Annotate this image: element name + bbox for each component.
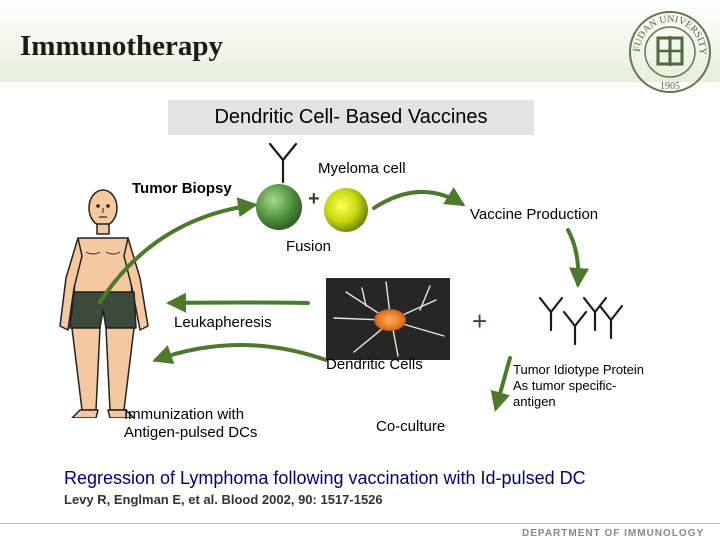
- myeloma-cell-label: Myeloma cell: [318, 160, 406, 177]
- antibody-icon: [268, 142, 298, 184]
- dendritic-cells-label: Dendritic Cells: [326, 356, 423, 373]
- tumor-cell-icon: [256, 184, 302, 230]
- seal-year: 1905: [660, 81, 680, 92]
- antibody-cluster-icon: [538, 296, 624, 346]
- myeloma-cell-icon: [324, 188, 368, 232]
- result-headline: Regression of Lymphoma following vaccina…: [64, 468, 586, 488]
- tumor-idiotype-label: Tumor Idiotype Protein As tumor specific…: [513, 362, 644, 410]
- immunization-line2: Antigen-pulsed DCs: [124, 424, 258, 441]
- citation: Levy R, Englman E, et al. Blood 2002, 90…: [64, 492, 383, 507]
- tumor-idiotype-line2: As tumor specific-: [513, 378, 617, 393]
- subtitle: Dendritic Cell- Based Vaccines: [214, 106, 488, 128]
- fusion-label: Fusion: [286, 238, 332, 255]
- leukapheresis-label: Leukapheresis: [174, 314, 272, 331]
- immunization-label: Immunization with Antigen-pulsed DCs: [124, 406, 257, 442]
- arrow-to-tumor: [98, 197, 258, 304]
- footer-rule: [0, 523, 720, 524]
- tumor-idiotype-line1: Tumor Idiotype Protein: [513, 362, 645, 377]
- arrow-leukapheresis: [166, 292, 310, 313]
- arrow-immunization: [152, 343, 328, 365]
- plus-sign-mid: +: [472, 306, 488, 336]
- immunization-line1: Immunization with: [124, 406, 245, 423]
- tumor-idiotype-line3: antigen: [513, 394, 556, 409]
- dendritic-cell-image: [326, 278, 450, 360]
- arrow-down-vaccine: [566, 228, 589, 288]
- vaccine-production-label: Vaccine Production: [470, 206, 599, 223]
- subtitle-box: [168, 100, 534, 135]
- slide-title: Immunotherapy: [20, 30, 224, 62]
- plus-sign-top: +: [308, 188, 320, 210]
- arrow-co-culture: [490, 356, 512, 412]
- arrow-to-vaccine: [372, 187, 466, 210]
- department-footer: DEPARTMENT OF IMMUNOLOGY: [522, 528, 705, 539]
- co-culture-label: Co-culture: [376, 418, 446, 435]
- university-seal: FUDAN UNIVERSITY 1905: [629, 11, 711, 93]
- tumor-biopsy-label: Tumor Biopsy: [132, 180, 232, 197]
- header-band: [0, 0, 720, 82]
